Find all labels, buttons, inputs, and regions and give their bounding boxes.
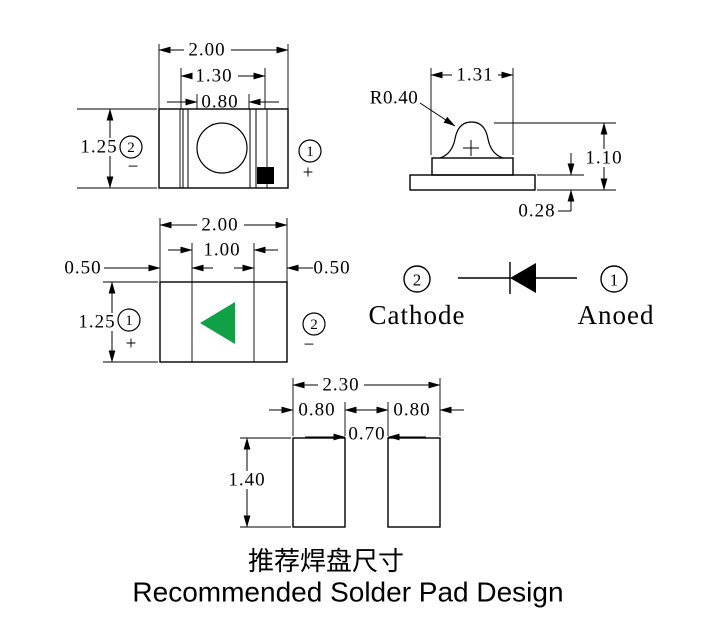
diode-symbol-icon (458, 262, 577, 294)
side-view-base-plate (409, 174, 536, 191)
top-view-right-pin-callout: 1 + (298, 139, 322, 184)
dim-label: 2.00 (201, 215, 238, 236)
bottom-view-dim-pad-left: 0.50 (64, 258, 213, 279)
bottom-view-left-pad-hatch (159, 281, 193, 363)
polarity-sign: + (126, 334, 137, 355)
circled-number-icon (600, 265, 628, 293)
top-view-reflector-walls (182, 109, 257, 188)
dim-label: 0.70 (348, 424, 385, 445)
polarity-triangle-icon (200, 302, 235, 344)
polarity-sign: − (128, 157, 139, 178)
dim-label: 2.30 (322, 375, 359, 396)
dim-label: 0.50 (313, 258, 350, 279)
dim-label: R0.40 (370, 88, 418, 109)
bottom-view-left-pin-callout: 1 + (117, 308, 141, 355)
bottom-view-dim-center-gap: 1.00 (168, 240, 278, 282)
side-view: 1.31 R0.40 1.10 0.28 (370, 65, 625, 222)
dim-label: 1.10 (585, 148, 622, 169)
polarity-sign: + (303, 163, 314, 184)
side-view-lens-dome (439, 121, 504, 159)
bottom-view-dim-pad-right: 0.50 (234, 258, 350, 279)
dim-label: 1.25 (80, 137, 117, 158)
dim-label: 1.40 (228, 470, 265, 491)
circled-number-icon (119, 135, 143, 159)
dim-label: 1.00 (203, 240, 240, 261)
label-mask (80, 138, 119, 156)
pad-dim-gap: 0.70 (305, 424, 426, 445)
dim-label: 0.80 (201, 92, 238, 113)
dim-label: 0.80 (393, 400, 430, 421)
label-mask (227, 471, 267, 489)
side-view-dim-total-height: 1.10 (494, 122, 625, 191)
label-mask (584, 149, 625, 167)
top-view-left-terminal-hatch (158, 108, 181, 189)
side-view-dim-lens-radius: R0.40 (370, 88, 456, 127)
dim-label: 1.30 (195, 66, 232, 87)
dim-label: 1.31 (456, 65, 493, 86)
solder-pad-left (292, 437, 346, 528)
polarity-diagram: 2 Cathode 1 Anoed (369, 262, 655, 330)
circled-number-icon (302, 312, 326, 336)
pad-dim-right-width: 0.80 (364, 400, 464, 436)
pin-number: 2 (127, 140, 135, 156)
bottom-view-dim-height: 1.25 (78, 281, 158, 363)
bottom-view: 2.00 1.00 0.50 0.50 1.25 (64, 215, 350, 363)
cathode-number: 2 (413, 271, 422, 290)
top-view-dim-lens-aperture: 0.80 (167, 92, 279, 113)
caption-english: Recommended Solder Pad Design (132, 577, 563, 608)
pad-dim-height: 1.40 (227, 437, 291, 528)
top-view-lens-circle (196, 122, 248, 174)
dim-label: 0.50 (64, 258, 101, 279)
solder-pad-view: 2.30 0.80 0.80 0.70 1.40 (227, 375, 464, 528)
circled-number-icon (117, 308, 141, 332)
top-view-right-terminal-hatch (266, 108, 289, 189)
dim-label: 1.25 (78, 312, 115, 333)
dim-label: 2.00 (188, 40, 225, 61)
pin-number: 2 (310, 317, 318, 333)
dim-label: 0.28 (518, 201, 555, 222)
bottom-view-right-pad-hatch (253, 281, 288, 363)
pin-number: 1 (125, 313, 133, 329)
top-view: 2.00 1.30 0.80 1.25 2 − (77, 40, 322, 189)
dim-label: 0.80 (298, 400, 335, 421)
top-view-dim-height: 1.25 (77, 108, 157, 189)
polarity-sign: − (304, 335, 315, 356)
caption-chinese: 推荐焊盘尺寸 (248, 547, 404, 577)
anode-number: 1 (610, 271, 619, 290)
bottom-view-right-pin-callout: 2 − (302, 312, 326, 356)
anode-label: Anoed (578, 300, 655, 330)
side-view-dim-base-thickness: 0.28 (518, 153, 584, 222)
side-view-dim-width: 1.31 (430, 65, 514, 155)
label-mask (78, 313, 118, 331)
side-view-center-cross (463, 140, 479, 156)
cathode-label: Cathode (369, 300, 466, 330)
solder-pad-right (387, 437, 441, 528)
top-view-dim-overall-width: 2.00 (158, 40, 289, 109)
circled-number-icon (298, 139, 322, 163)
side-view-body (431, 157, 514, 176)
top-view-left-pin-callout: 2 − (119, 135, 143, 178)
pin-number: 1 (306, 144, 314, 160)
circled-number-icon (403, 265, 431, 293)
top-view-cathode-mark-square (257, 167, 274, 184)
pad-dim-left-width: 0.80 (269, 400, 368, 436)
